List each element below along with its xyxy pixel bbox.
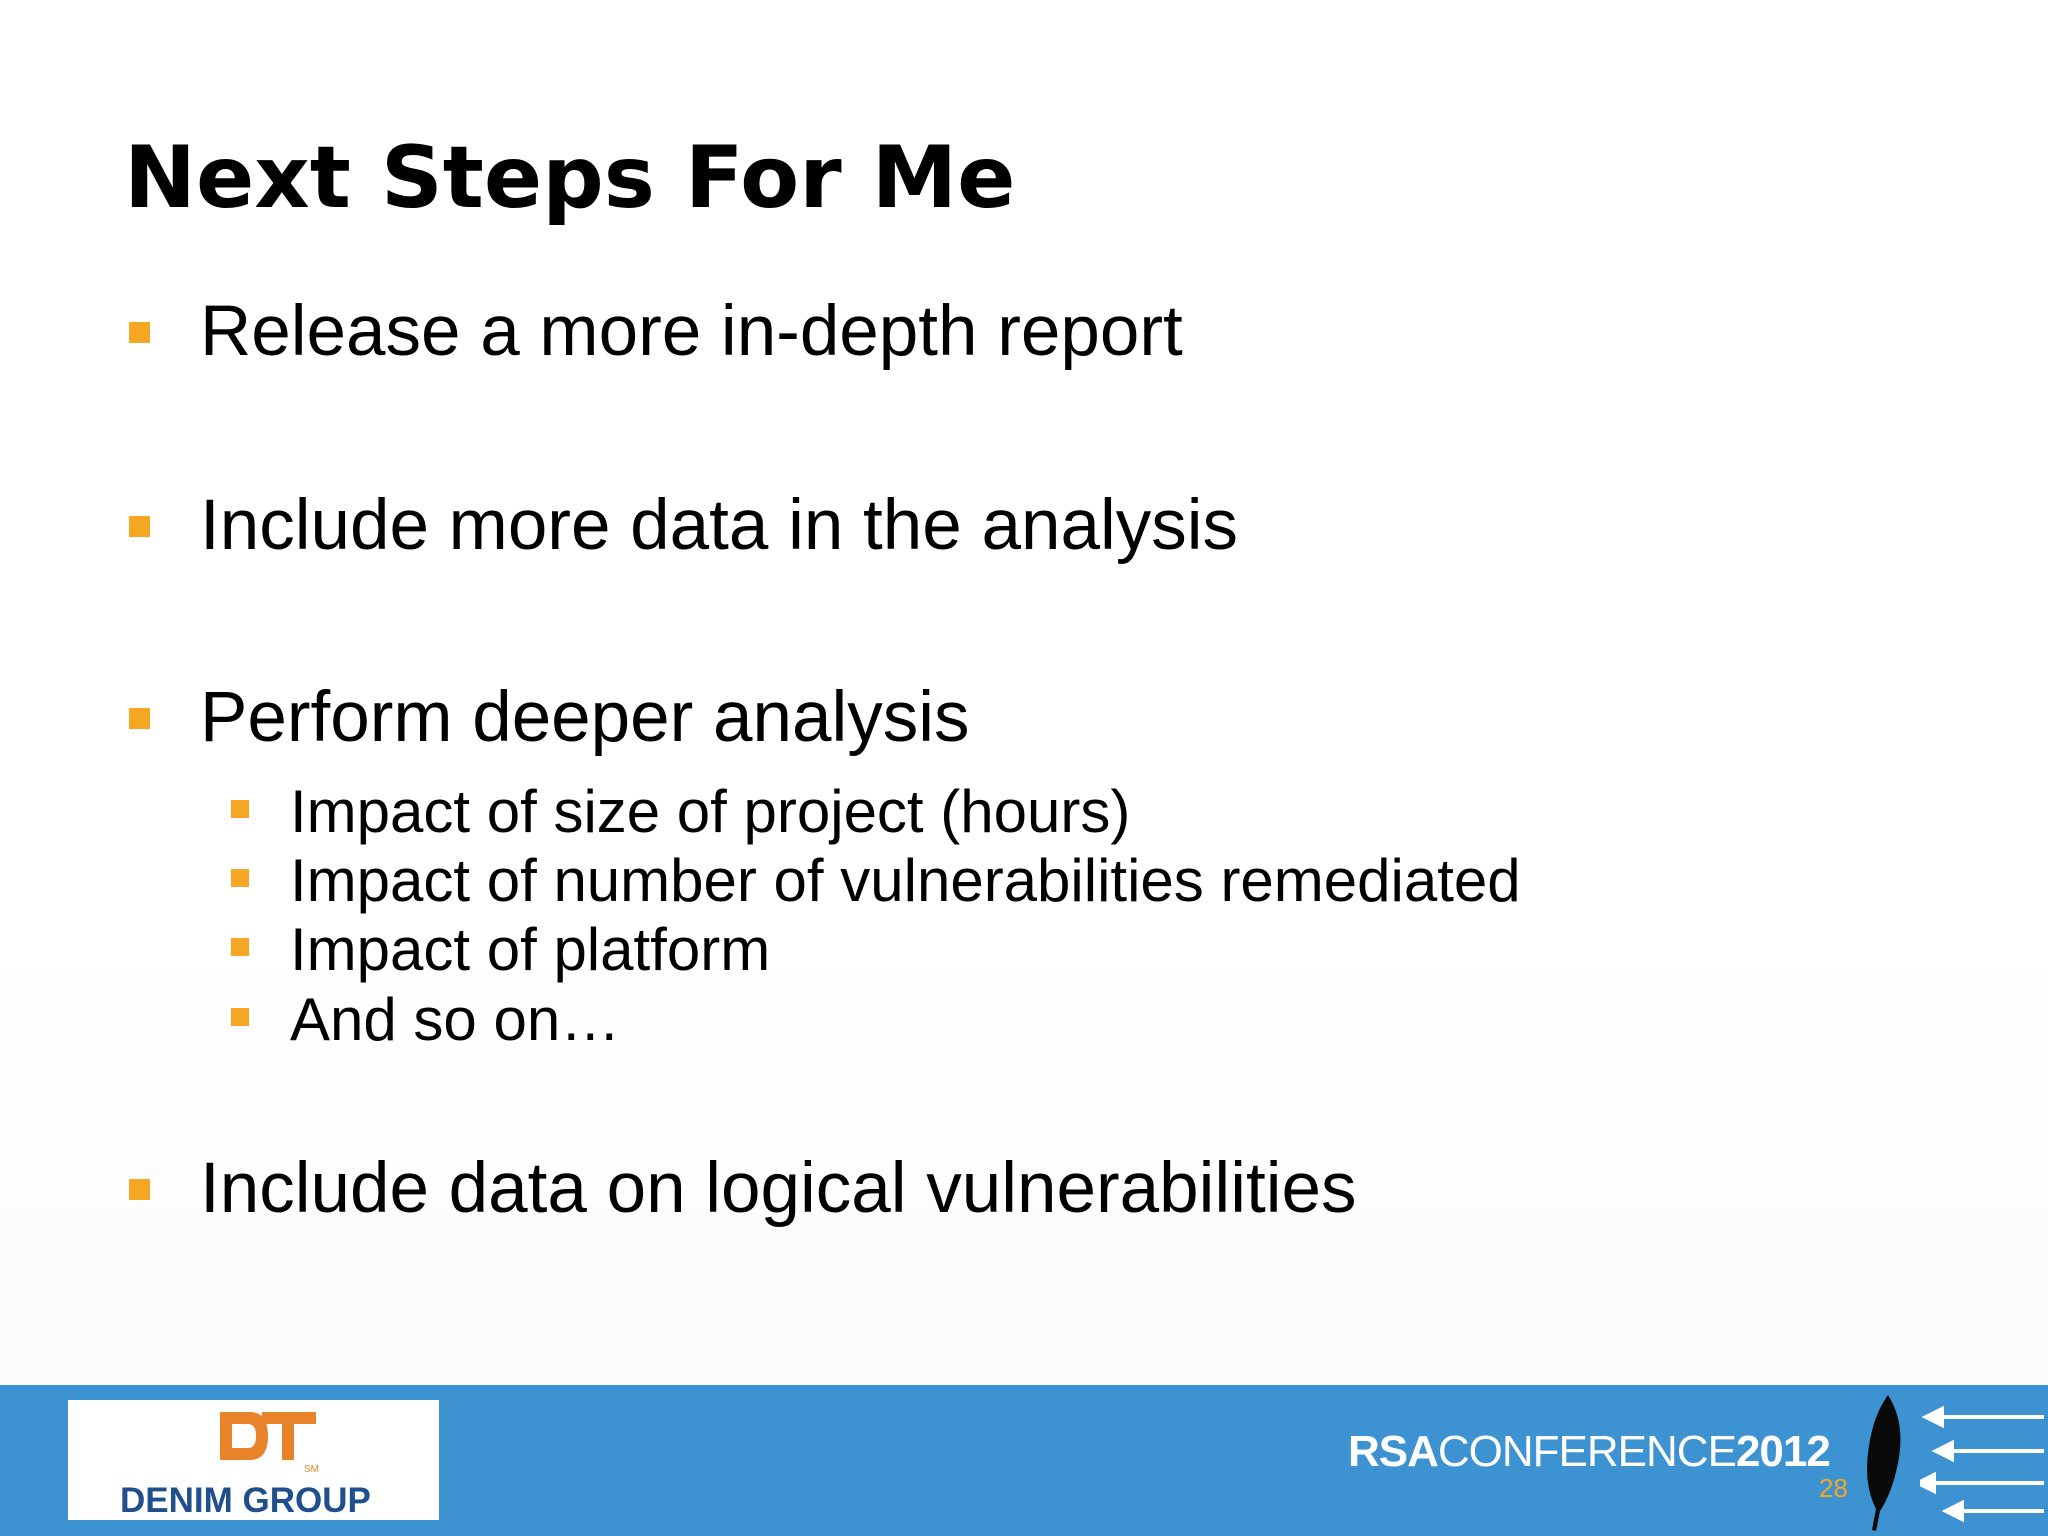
bullet-text: Include more data in the analysis — [200, 486, 1238, 565]
sub-bullet-text: Impact of size of project (hours) — [290, 778, 1131, 845]
footer-bar: SM DENIM GROUP RSACONFERENCE2012 28 — [0, 1385, 2048, 1536]
arrows-icon — [1920, 1405, 2044, 1523]
denim-group-logo: SM DENIM GROUP — [68, 1400, 439, 1520]
conference-year: 2012 — [1735, 1427, 1831, 1476]
bullet-square-icon — [231, 869, 249, 887]
bullet-square-icon — [129, 708, 150, 729]
bullet-square-icon — [129, 1179, 150, 1200]
bullet-text: Release a more in-depth report — [200, 292, 1183, 371]
bullet-square-icon — [231, 1008, 249, 1026]
bullet-square-icon — [231, 938, 249, 956]
conference-text: CONFERENCE — [1437, 1427, 1737, 1476]
denim-group-mark-icon: SM — [220, 1412, 319, 1475]
rsa-text: RSA — [1348, 1427, 1439, 1476]
svg-text:SM: SM — [304, 1464, 319, 1475]
page-number: 28 — [1819, 1473, 1848, 1503]
feather-icon — [1867, 1395, 1901, 1531]
bullet-text: Perform deeper analysis — [200, 678, 970, 757]
rsa-conference-logo: RSACONFERENCE2012 — [1348, 1427, 1831, 1477]
sub-bullet-text: And so on… — [290, 986, 621, 1053]
sub-bullet-text: Impact of platform — [290, 916, 771, 983]
bullet-square-icon — [231, 800, 249, 818]
bullet-square-icon — [129, 516, 150, 537]
bullet-square-icon — [129, 322, 150, 343]
bullet-text: Include data on logical vulnerabilities — [200, 1149, 1357, 1228]
sub-bullet-text: Impact of number of vulnerabilities reme… — [290, 847, 1521, 914]
slide-title: Next Steps For Me — [124, 128, 1016, 228]
logo-text: DENIM GROUP — [120, 1481, 371, 1520]
